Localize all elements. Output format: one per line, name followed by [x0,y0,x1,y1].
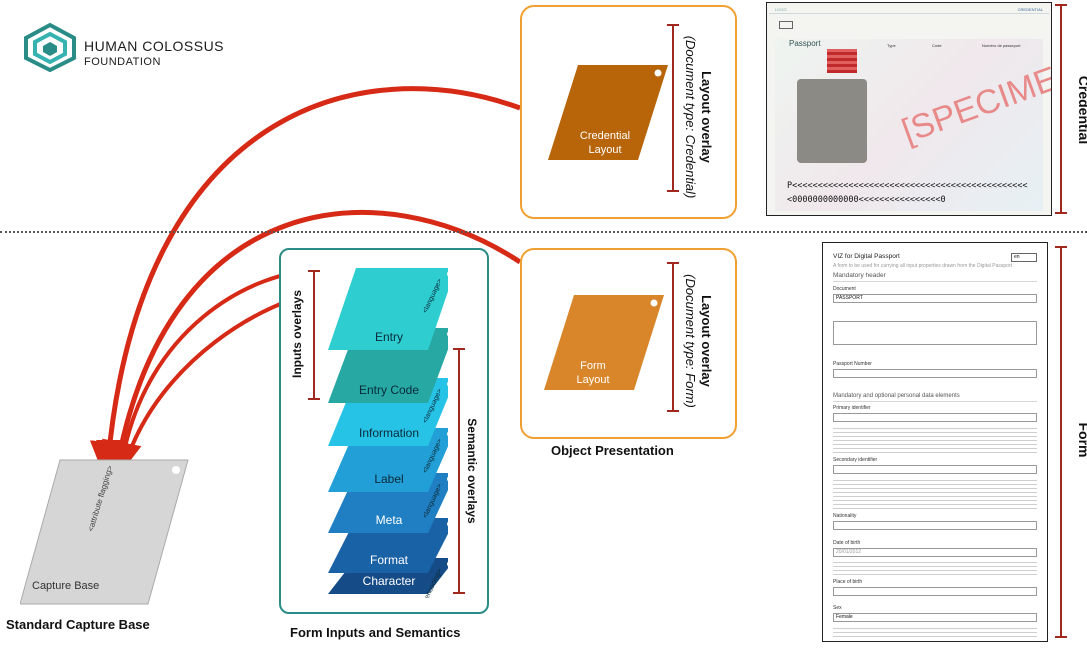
overlay-layer-pin [447,476,448,482]
credential-bracket [672,24,674,192]
form-inputs-semantics-caption: Form Inputs and Semantics [290,625,461,640]
form-title: VIZ for Digital Passport [833,253,900,260]
overlay-layer-pin [447,521,448,527]
logo-hex-icon [24,22,76,73]
arrow-credential-to-base [89,86,521,482]
form-document-value: PASSPORT [836,295,863,301]
form-sex-label: Sex [833,605,842,611]
overlay-layer-pin [447,381,448,387]
passport-photo [797,79,867,163]
passport-mrz-1: P<<<<<<<<<<<<<<<<<<<<<<<<<<<<<<<<<<<<<<<… [787,181,1028,191]
passport-field-type: Type [887,43,896,48]
form-secondary-identifier-label: Secondary identifier [833,457,878,463]
form-primary-identifier-field[interactable] [833,413,1037,422]
overlay-layer-stack: <encoding><language><language><language>… [328,268,448,598]
logo-line-1: HUMAN COLOSSUS [84,38,225,54]
semantic-overlays-label: Semantic overlays [465,418,479,524]
overlay-layer-label: Format [369,553,408,567]
overlay-layer-label: Information [358,426,420,440]
inputs-overlays-label: Inputs overlays [290,289,304,379]
form-issuing-state-field[interactable] [833,321,1037,345]
arrow-form-to-base [102,210,522,482]
form-nationality-label: Nationality [833,513,857,519]
capture-base-label: Capture Base [32,580,100,592]
form-header: Mandatory header [833,272,886,279]
form-card-label-2: Layout [576,374,610,386]
form-passport-number-label: Passport Number [833,361,872,367]
form-nationality-select[interactable] [833,521,1037,530]
form-document-label: Document [833,286,856,292]
form-dob-label: Date of birth [833,540,861,546]
form-layout-card [544,295,664,390]
form-secondary-identifier-field[interactable] [833,465,1037,474]
form-dob-field[interactable]: 20/01/2012 [833,548,1037,557]
overlay-layer-pin [447,271,448,277]
overlay-layer-label: Character [362,574,416,588]
form-overlay-subtitle: (Document type: Form) [683,274,698,408]
logo-line-2: FOUNDATION [84,56,161,68]
form-bracket [672,262,674,412]
inputs-bracket [313,270,315,400]
passport-tab-left: LOGO [775,7,787,12]
form-side-label: Form [1076,422,1087,458]
form-side-bracket [1060,246,1062,638]
credential-overlay-title: Layout overlay [699,71,714,163]
overlay-layer-pin [447,331,448,337]
form-passport-number-field[interactable] [833,369,1037,378]
credential-side-bracket [1060,4,1062,214]
form-place-of-birth-field[interactable] [833,587,1037,596]
capture-base-card [20,459,189,605]
form-dob-placeholder: 20/01/2012 [836,549,862,555]
credential-layout-card [548,65,668,160]
foundation-logo [20,22,80,73]
overlay-layer-pin [447,431,448,437]
passport-flag [827,49,857,73]
credential-overlay-label: Layout overlay (Document type: Credentia… [680,32,714,202]
form-card-label-1: Form [580,360,606,372]
overlay-layer-pin [447,561,448,567]
passport-tab-right: CREDENTIAL [1017,7,1043,12]
overlay-layer-entry [328,268,448,350]
overlay-layer-label: Meta [375,513,403,527]
form-place-of-birth-label: Place of birth [833,579,863,585]
capture-base-caption: Standard Capture Base [6,617,150,632]
overlay-layer-label: Entry Code [358,383,420,397]
passport-field-code: Code [932,43,942,48]
credential-side-label: Credential [1076,75,1087,145]
form-document-select[interactable]: PASSPORT [833,294,1037,303]
section-divider [0,231,1087,233]
form-personal-section: Mandatory and optional personal data ele… [833,393,960,399]
passport-field-number: Numéro de passeport [982,43,1021,48]
semantic-bracket [458,348,460,594]
overlay-layer-label: Label [374,472,404,486]
form-language-select[interactable]: en [1011,253,1037,262]
form-overlay-title: Layout overlay [699,295,714,387]
form-language-value: en [1014,254,1020,260]
object-presentation-caption: Object Presentation [551,443,674,458]
passport-mrz-2: <0000000000000<<<<<<<<<<<<<<<<0 [787,195,946,205]
form-sex-value: Female [836,614,853,620]
form-primary-identifier-label: Primary identifier [833,405,871,411]
form-sex-select[interactable]: Female [833,613,1037,622]
form-overlay-label: Layout overlay (Document type: Form) [680,271,714,411]
credential-overlay-subtitle: (Document type: Credential) [683,35,698,199]
credential-card-label-1: Credential [579,130,631,142]
digital-passport-form: VIZ for Digital Passport en A form to be… [822,242,1048,642]
form-subtitle: A form to be used for carrying all input… [833,263,1012,269]
credential-card-label-2: Layout [588,144,622,156]
passport-credential: LOGO CREDENTIAL Passport Type Code Numér… [766,2,1052,216]
overlay-layer-label: Entry [374,330,403,344]
passport-title: Passport [789,39,821,48]
